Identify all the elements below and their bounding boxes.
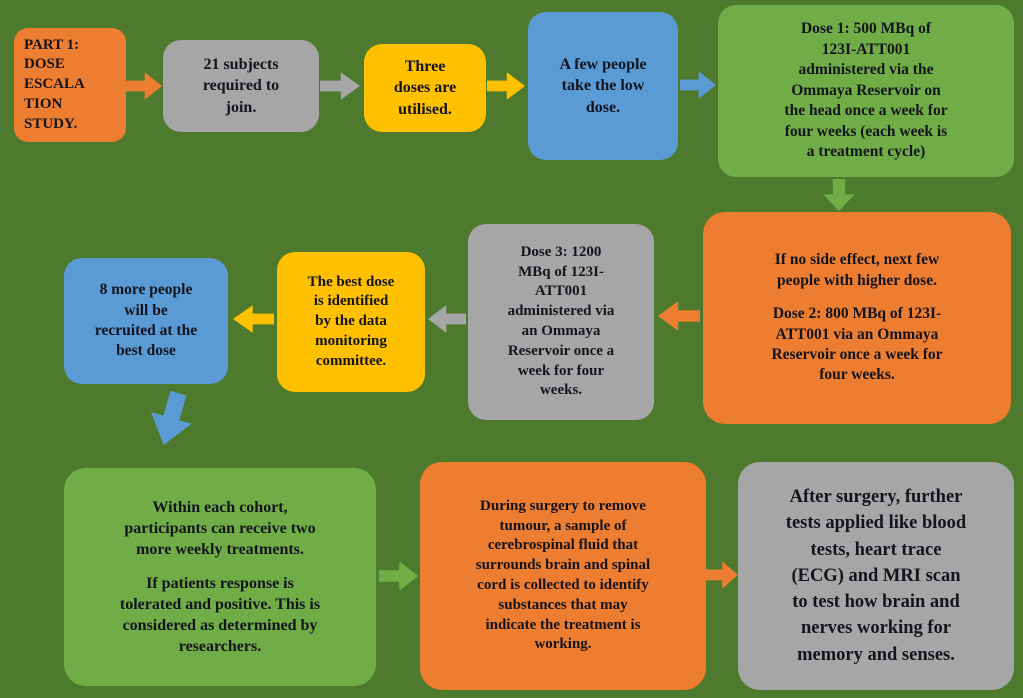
box-three-doses-text: Three doses are utilised. <box>393 58 457 118</box>
box-best-dose: The best dose is identified by the data … <box>277 252 425 392</box>
box-part1-text: PART 1: DOSE ESCALA TION STUDY. <box>24 36 85 132</box>
box-dose1: Dose 1: 500 MBq of 123I-ATT001 administe… <box>718 5 1014 177</box>
box-post-surgery-tests-text: After surgery, further tests applied lik… <box>785 487 967 665</box>
arrow-part1-to-subjects-icon <box>126 72 162 100</box>
box-low-dose: A few people take the low dose. <box>528 12 678 160</box>
arrow-subjects-to-doses-icon <box>320 72 360 100</box>
box-post-surgery-tests: After surgery, further tests applied lik… <box>738 462 1014 690</box>
box-subjects-text: 21 subjects required to join. <box>202 56 280 116</box>
arrow-cohort-to-surgery-icon <box>379 561 418 591</box>
arrow-recruit-to-cohort-icon <box>141 387 200 452</box>
box-recruit-text: 8 more people will be recruited at the b… <box>94 281 198 360</box>
box-cohort-para1: Within each cohort, participants can rec… <box>124 498 316 558</box>
box-dose2-para2: Dose 2: 800 MBq of 123I- ATT001 via an O… <box>771 305 943 384</box>
box-low-dose-text: A few people take the low dose. <box>559 56 647 116</box>
box-dose2-para1: If no side effect, next few people with … <box>774 251 940 289</box>
arrow-dose2-to-dose3-icon <box>658 301 700 331</box>
box-cohort-para2: If patients response is tolerated and po… <box>119 574 321 656</box>
box-recruit: 8 more people will be recruited at the b… <box>64 258 228 384</box>
box-dose3: Dose 3: 1200 MBq of 123I- ATT001 adminis… <box>468 224 654 420</box>
box-part1: PART 1: DOSE ESCALA TION STUDY. <box>14 28 126 142</box>
box-surgery: During surgery to remove tumour, a sampl… <box>420 462 706 690</box>
arrow-doses-to-lowdose-icon <box>487 72 525 100</box>
box-three-doses: Three doses are utilised. <box>364 44 486 132</box>
arrow-dose3-to-bestdose-icon <box>428 305 466 333</box>
box-best-dose-text: The best dose is identified by the data … <box>307 273 395 369</box>
arrow-bestdose-to-recruit-icon <box>233 305 274 333</box>
arrow-lowdose-to-dose1-icon <box>680 71 716 99</box>
box-dose1-text: Dose 1: 500 MBq of 123I-ATT001 administe… <box>784 20 948 161</box>
box-cohort: Within each cohort, participants can rec… <box>64 468 376 686</box>
arrow-dose1-to-dose2-icon <box>823 179 855 211</box>
arrow-surgery-to-tests-icon <box>705 561 738 589</box>
box-dose3-text: Dose 3: 1200 MBq of 123I- ATT001 adminis… <box>507 243 615 399</box>
box-subjects: 21 subjects required to join. <box>163 40 319 132</box>
box-surgery-text: During surgery to remove tumour, a sampl… <box>475 497 651 653</box>
box-dose2: If no side effect, next few people with … <box>703 212 1011 424</box>
